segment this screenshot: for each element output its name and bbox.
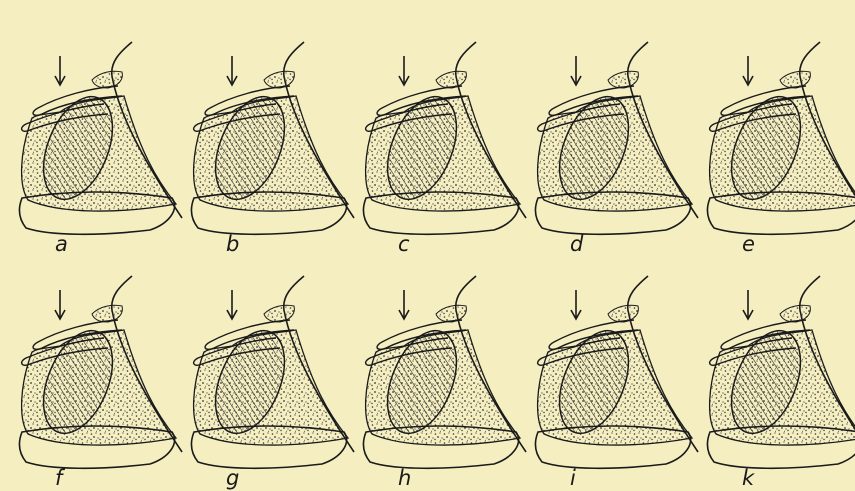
specimen-drawing-e: [707, 42, 855, 234]
specimen-drawing-d: [535, 42, 698, 234]
panel-label-c: c: [398, 234, 410, 255]
specimen-drawing-h: [363, 276, 526, 468]
specimen-drawing-a: [19, 42, 182, 234]
specimen-drawing-g: [191, 276, 354, 468]
panel-label-e: e: [742, 234, 755, 255]
panel-label-b: b: [226, 234, 239, 255]
panel-label-h: h: [398, 468, 411, 489]
specimen-drawing-c: [363, 42, 526, 234]
panel-label-i: i: [570, 468, 576, 489]
specimen-drawing-i: [535, 276, 698, 468]
specimen-drawing-k: [707, 276, 855, 468]
specimen-drawing-b: [191, 42, 354, 234]
specimen-drawing-f: [19, 276, 182, 468]
panel-label-g: g: [226, 468, 239, 489]
panel-label-d: d: [570, 234, 583, 255]
panel-label-a: a: [55, 234, 68, 255]
panel-label-k: k: [742, 468, 754, 489]
panel-label-f: f: [55, 468, 62, 489]
